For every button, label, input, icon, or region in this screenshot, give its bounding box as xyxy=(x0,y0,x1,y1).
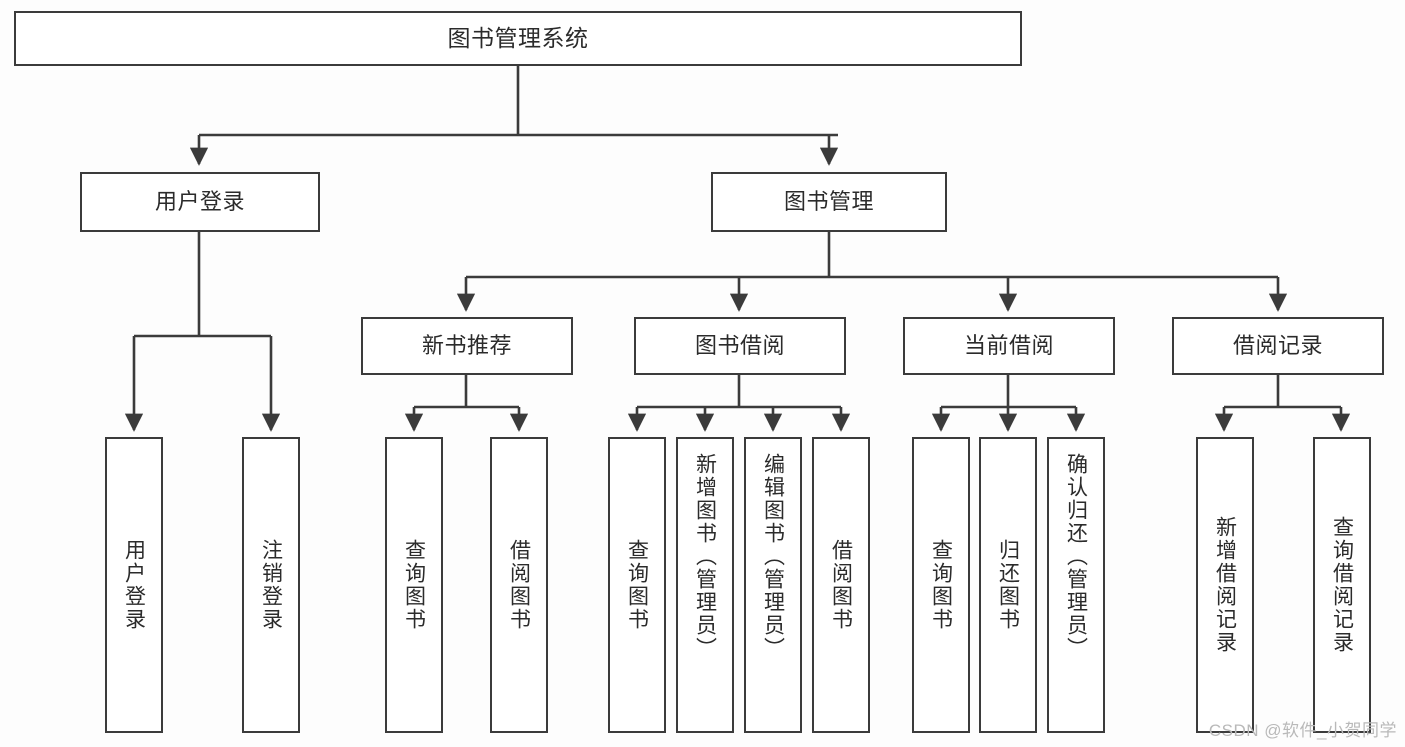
watermark-text: CSDN @软件_小贺同学 xyxy=(1208,721,1397,740)
node-label: 确认归还（管理员） xyxy=(1064,453,1088,660)
leaf-current-confirm-return[interactable]: 确认归还（管理员） xyxy=(1047,437,1105,733)
node-label: 查询借阅记录 xyxy=(1330,516,1354,654)
node-label: 用户登录 xyxy=(154,189,245,215)
node-label: 借阅记录 xyxy=(1232,333,1323,359)
node-root-system[interactable]: 图书管理系统 xyxy=(14,11,1022,66)
node-label: 查询图书 xyxy=(929,539,953,631)
leaf-current-query-book[interactable]: 查询图书 xyxy=(912,437,970,733)
leaf-borrow-borrow-book[interactable]: 借阅图书 xyxy=(812,437,870,733)
leaf-borrow-add-book[interactable]: 新增图书（管理员） xyxy=(676,437,734,733)
node-new-book-recommend[interactable]: 新书推荐 xyxy=(361,317,573,375)
node-label: 图书管理 xyxy=(783,189,874,215)
leaf-record-add-record[interactable]: 新增借阅记录 xyxy=(1196,437,1254,733)
node-label: 归还图书 xyxy=(996,539,1020,631)
node-current-borrow[interactable]: 当前借阅 xyxy=(903,317,1115,375)
leaf-borrow-edit-book[interactable]: 编辑图书（管理员） xyxy=(744,437,802,733)
node-borrow-record[interactable]: 借阅记录 xyxy=(1172,317,1384,375)
node-label: 当前借阅 xyxy=(963,333,1054,359)
leaf-current-return-book[interactable]: 归还图书 xyxy=(979,437,1037,733)
leaf-new-book-borrow[interactable]: 借阅图书 xyxy=(490,437,548,733)
leaf-record-query-record[interactable]: 查询借阅记录 xyxy=(1313,437,1371,733)
node-book-borrow[interactable]: 图书借阅 xyxy=(634,317,846,375)
leaf-user-login-login[interactable]: 用户登录 xyxy=(105,437,163,733)
node-label: 新增借阅记录 xyxy=(1213,516,1237,654)
leaf-user-login-logout[interactable]: 注销登录 xyxy=(242,437,300,733)
node-label: 查询图书 xyxy=(402,539,426,631)
leaf-new-book-query[interactable]: 查询图书 xyxy=(385,437,443,733)
node-user-login[interactable]: 用户登录 xyxy=(80,172,320,232)
node-label: 注销登录 xyxy=(259,539,283,631)
node-label: 借阅图书 xyxy=(507,539,531,631)
node-label: 新增图书（管理员） xyxy=(693,453,717,660)
node-book-management[interactable]: 图书管理 xyxy=(711,172,947,232)
node-label: 用户登录 xyxy=(122,539,146,631)
node-label: 图书管理系统 xyxy=(447,25,589,52)
node-label: 借阅图书 xyxy=(829,539,853,631)
leaf-borrow-query-book[interactable]: 查询图书 xyxy=(608,437,666,733)
node-label: 查询图书 xyxy=(625,539,649,631)
node-label: 图书借阅 xyxy=(694,333,785,359)
node-label: 编辑图书（管理员） xyxy=(761,453,785,660)
node-label: 新书推荐 xyxy=(421,333,512,359)
